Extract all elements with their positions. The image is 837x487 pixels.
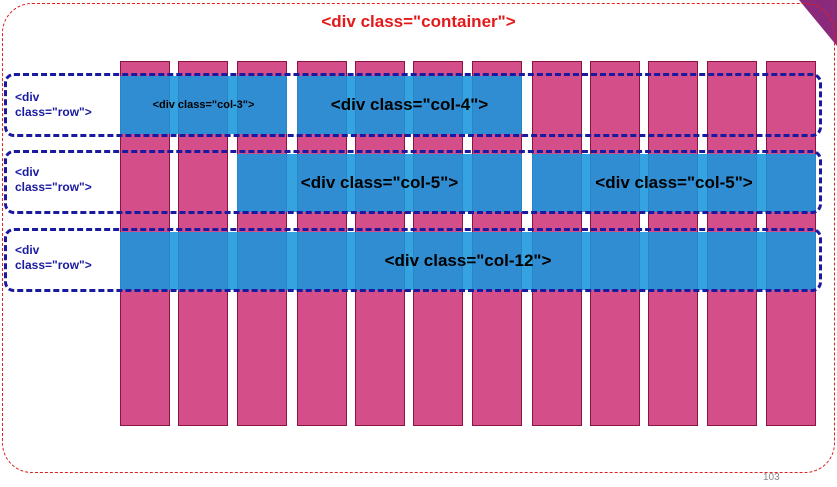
row-outline [4, 150, 822, 214]
col-3-block: <div class="col-3"> [120, 76, 287, 134]
col-4-block: <div class="col-4"> [297, 76, 522, 134]
col-5-block: <div class="col-5"> [237, 154, 522, 212]
row-outline [4, 228, 822, 292]
col-5-block: <div class="col-5"> [532, 154, 816, 212]
row-outline [4, 73, 822, 137]
col-12-block: <div class="col-12"> [120, 232, 816, 290]
container-outline [2, 3, 835, 473]
container-label: <div class="container"> [321, 12, 516, 31]
page-number: 103 [763, 472, 780, 483]
